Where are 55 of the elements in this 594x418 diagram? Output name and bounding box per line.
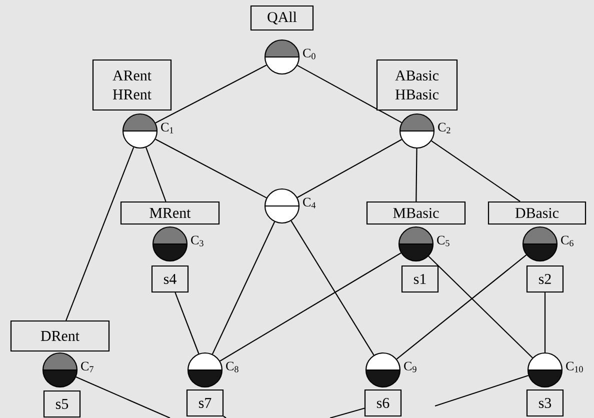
concept-circle: [42, 352, 78, 388]
connector-line: [431, 140, 520, 202]
concept-label: C$_{4}$: [303, 198, 316, 208]
connector-line: [155, 64, 267, 124]
connector-line: [146, 147, 166, 202]
label-box: s2: [526, 265, 564, 293]
concept-circle: [365, 352, 401, 388]
connector-line: [297, 139, 402, 198]
concept-circle: [398, 226, 434, 262]
concept-circle: [264, 188, 300, 224]
concept-label: C$_{3}$: [191, 236, 204, 246]
concept-circle: [187, 352, 223, 388]
concept-label: C$_{9}$: [404, 362, 416, 372]
concept-label: C$_{0}$: [303, 48, 316, 60]
concept-circle: [522, 226, 558, 262]
concept-circle: [264, 39, 300, 75]
label-box: s7: [186, 389, 224, 417]
concept-label: C$_{10}$: [566, 362, 583, 372]
connector-line: [76, 376, 170, 418]
label-box: MBasic: [366, 201, 466, 225]
label-box: s6: [364, 389, 402, 417]
connector-line: [297, 64, 402, 124]
label-box: ABasic HBasic: [376, 59, 458, 111]
connector-line: [290, 220, 374, 356]
concept-label: C$_{1}$: [161, 122, 174, 134]
label-box: s1: [401, 265, 439, 293]
concept-circle: [122, 113, 158, 149]
concept-circle: [399, 113, 435, 149]
connector-line: [223, 416, 226, 418]
connector-line: [155, 138, 267, 198]
connector-line: [416, 148, 418, 202]
connector-line: [174, 292, 200, 354]
connector-line: [212, 222, 276, 354]
concept-label: C$_{7}$: [81, 362, 94, 372]
concept-circle: [152, 226, 188, 262]
label-box: ARent HRent: [92, 59, 172, 111]
concept-label: C$_{6}$: [561, 236, 574, 246]
concept-label: C$_{2}$: [438, 122, 450, 134]
label-box: s3: [526, 389, 564, 417]
connector-line: [66, 147, 134, 321]
concept-label: C$_{8}$: [226, 362, 238, 372]
concept-label: C$_{5}$: [437, 236, 450, 246]
label-box: s5: [43, 390, 81, 418]
label-box: DBasic: [488, 201, 586, 225]
label-box: QAll: [250, 5, 314, 31]
label-box: MRent: [120, 201, 220, 225]
label-box: s4: [151, 265, 189, 293]
connector-line: [330, 408, 365, 418]
connector-line: [428, 256, 533, 358]
connector-line: [434, 374, 528, 407]
connector-line: [544, 292, 546, 352]
connector-line: [220, 252, 402, 362]
connector-line: [396, 254, 527, 360]
label-box: DRent: [10, 320, 110, 352]
concept-circle: [527, 352, 563, 388]
